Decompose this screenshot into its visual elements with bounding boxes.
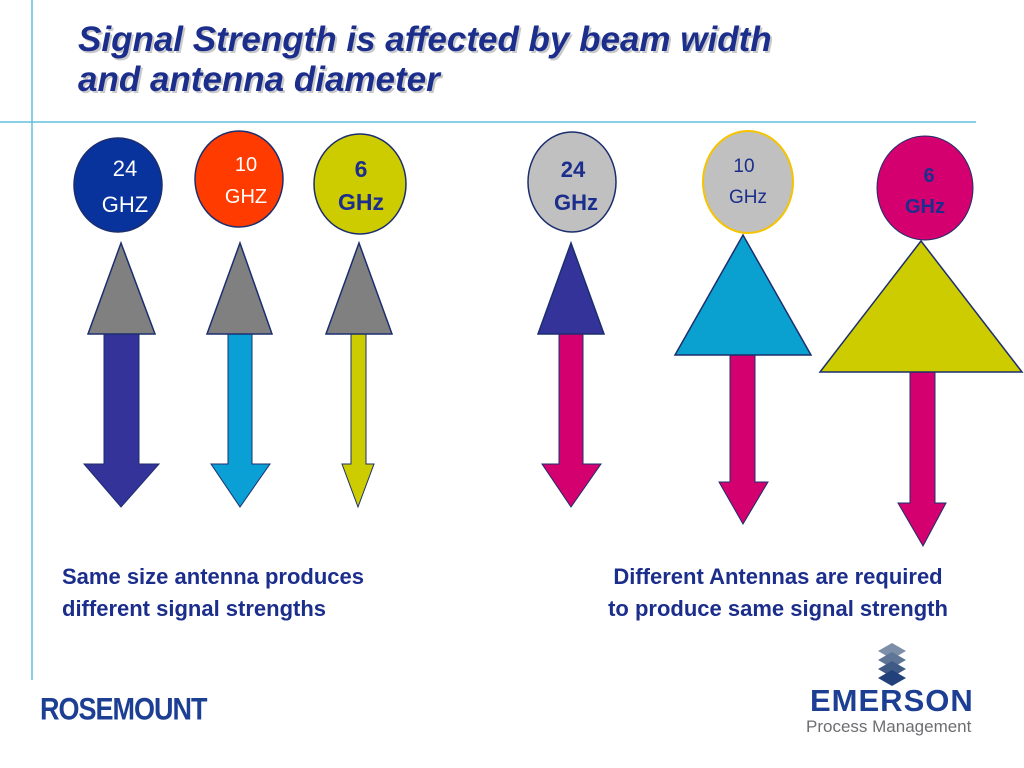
frequency-label-number: 24 <box>561 157 586 182</box>
beam-arrow <box>210 333 271 508</box>
frequency-circle <box>876 135 974 241</box>
emerson-logo: EMERSON <box>810 683 974 718</box>
frequency-circle <box>702 130 794 234</box>
emerson-logo-mark <box>878 643 906 686</box>
right-item-10ghz: 10 GHz <box>673 130 813 525</box>
right-caption-line-1: Different Antennas are required <box>613 564 943 589</box>
frequency-label-unit: GHZ <box>225 186 267 208</box>
rosemount-logo: ROSEMOUNT <box>40 692 207 727</box>
antenna-triangle <box>324 240 394 335</box>
frequency-label-unit: GHz <box>338 189 384 215</box>
antenna-triangle <box>536 240 606 335</box>
right-caption-line-2: to produce same signal strength <box>608 596 948 621</box>
right-item-6ghz: 6 GHz <box>818 135 1024 548</box>
frequency-label-unit: GHz <box>905 196 945 218</box>
frequency-label-number: 6 <box>923 165 934 187</box>
left-item-10ghz: 10 GHZ <box>194 130 284 508</box>
left-caption-line-2: different signal strengths <box>62 596 327 621</box>
beam-arrow <box>541 333 602 508</box>
left-item-6ghz: 6 GHz <box>313 133 407 509</box>
left-item-24ghz: 24 GHZ <box>73 137 163 508</box>
beam-arrow <box>341 333 375 509</box>
antenna-triangle <box>205 240 274 335</box>
frequency-label-unit: GHZ <box>102 192 148 217</box>
frequency-circle <box>527 131 617 233</box>
frequency-circle <box>73 137 163 233</box>
frequency-label-number: 10 <box>733 156 754 177</box>
title-line-2: and antenna diameter <box>78 60 440 99</box>
slide-title: Signal Strength is affected by beam widt… <box>78 20 978 100</box>
emerson-subtitle: Process Management <box>806 717 972 736</box>
beam-arrow <box>718 354 769 525</box>
left-caption: Same size antenna produces different sig… <box>62 561 482 625</box>
frequency-label-unit: GHz <box>554 190 598 215</box>
right-item-24ghz: 24 GHz <box>527 131 617 508</box>
antenna-triangle <box>818 239 1024 373</box>
antenna-triangle <box>86 240 157 335</box>
right-caption: Different Antennas are required to produ… <box>548 561 1008 625</box>
left-caption-line-1: Same size antenna produces <box>62 564 364 589</box>
frequency-circle <box>194 130 284 228</box>
frequency-label-number: 10 <box>235 154 257 176</box>
antenna-triangle <box>673 233 813 356</box>
title-line-1: Signal Strength is affected by beam widt… <box>78 20 772 59</box>
beam-arrow <box>897 371 947 548</box>
frequency-circle <box>313 133 407 235</box>
frequency-label-unit: GHz <box>729 187 767 208</box>
frequency-label-number: 24 <box>113 156 137 181</box>
beam-arrow <box>82 333 161 508</box>
frequency-label-number: 6 <box>355 156 368 182</box>
